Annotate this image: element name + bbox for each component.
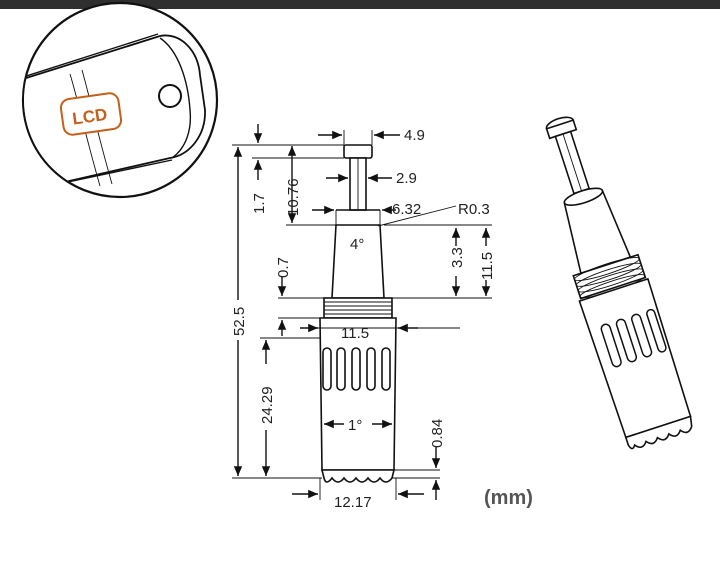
dim-52-5: 52.5 bbox=[231, 307, 248, 336]
dim-6-32: 6.32 bbox=[392, 201, 421, 218]
dim-4deg: 4° bbox=[350, 236, 364, 253]
dim-0-7: 0.7 bbox=[275, 257, 292, 278]
front-elevation: 4.9 2.9 6.32 R0.3 4° 1.7 10.76 0.7 52.5 bbox=[231, 124, 496, 511]
dim-11-5-side: 11.5 bbox=[479, 252, 496, 280]
perspective-view bbox=[545, 116, 693, 450]
dim-24-29: 24.29 bbox=[259, 386, 276, 424]
dim-2-9: 2.9 bbox=[396, 170, 417, 187]
units-label: (mm) bbox=[484, 487, 533, 509]
hole-icon bbox=[158, 84, 182, 108]
lcd-detail-inset: LCD bbox=[21, 1, 219, 199]
lcd-badge bbox=[59, 92, 123, 136]
dim-0-84: 0.84 bbox=[429, 419, 446, 448]
dim-12-17: 12.17 bbox=[334, 494, 372, 511]
dim-4-9: 4.9 bbox=[404, 127, 425, 144]
dim-r0-3: R0.3 bbox=[458, 201, 490, 218]
lcd-label: LCD bbox=[71, 105, 108, 129]
dim-11-5: 11.5 bbox=[341, 325, 369, 342]
dim-1deg: 1° bbox=[348, 417, 362, 434]
dim-10-76: 10.76 bbox=[285, 178, 302, 216]
dim-3-3: 3.3 bbox=[449, 247, 466, 268]
top-bar bbox=[0, 0, 720, 9]
dim-1-7: 1.7 bbox=[251, 193, 268, 214]
